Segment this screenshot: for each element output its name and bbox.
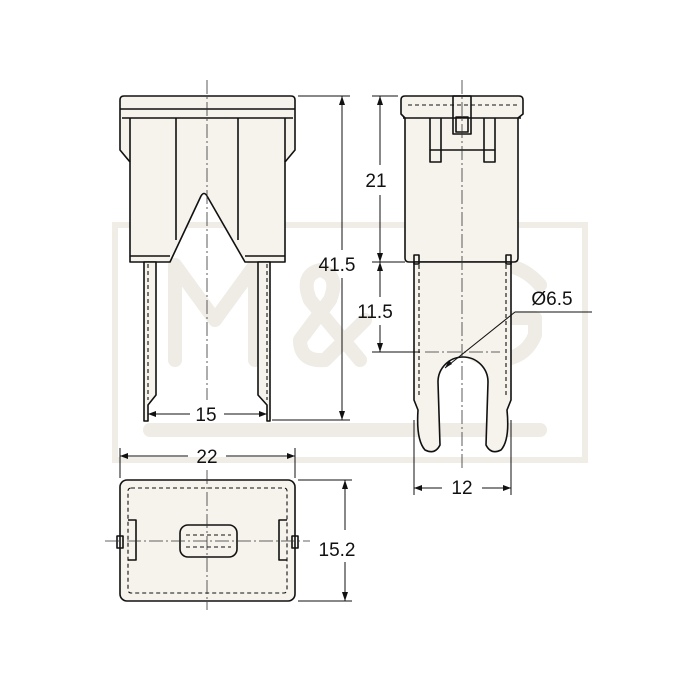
side-view xyxy=(400,80,524,470)
dimension-hole-diameter: Ø6.5 xyxy=(444,289,592,369)
bottom-view xyxy=(105,470,310,610)
dim-label-22: 22 xyxy=(196,447,217,468)
dimension-slot-depth: 11.5 xyxy=(357,262,420,353)
dimension-overall-height: 41.5 xyxy=(272,95,356,421)
dim-label-diameter: Ø6.5 xyxy=(531,289,572,310)
watermark-logo xyxy=(112,222,588,463)
dimension-front-pin-spacing: 15 xyxy=(148,405,267,426)
dimension-body-height: 21 xyxy=(365,95,405,263)
dimension-bottom-depth: 15.2 xyxy=(298,479,356,602)
dimension-terminal-width: 12 xyxy=(413,420,512,499)
dim-label-15-2: 15.2 xyxy=(319,540,356,561)
dim-label-11-5: 11.5 xyxy=(357,302,393,323)
dim-label-15: 15 xyxy=(195,405,216,426)
dim-label-21: 21 xyxy=(365,171,386,192)
front-view xyxy=(119,80,296,422)
dimension-bottom-width: 22 xyxy=(119,447,296,478)
dim-label-12: 12 xyxy=(451,478,472,499)
dim-label-41-5: 41.5 xyxy=(319,255,356,276)
